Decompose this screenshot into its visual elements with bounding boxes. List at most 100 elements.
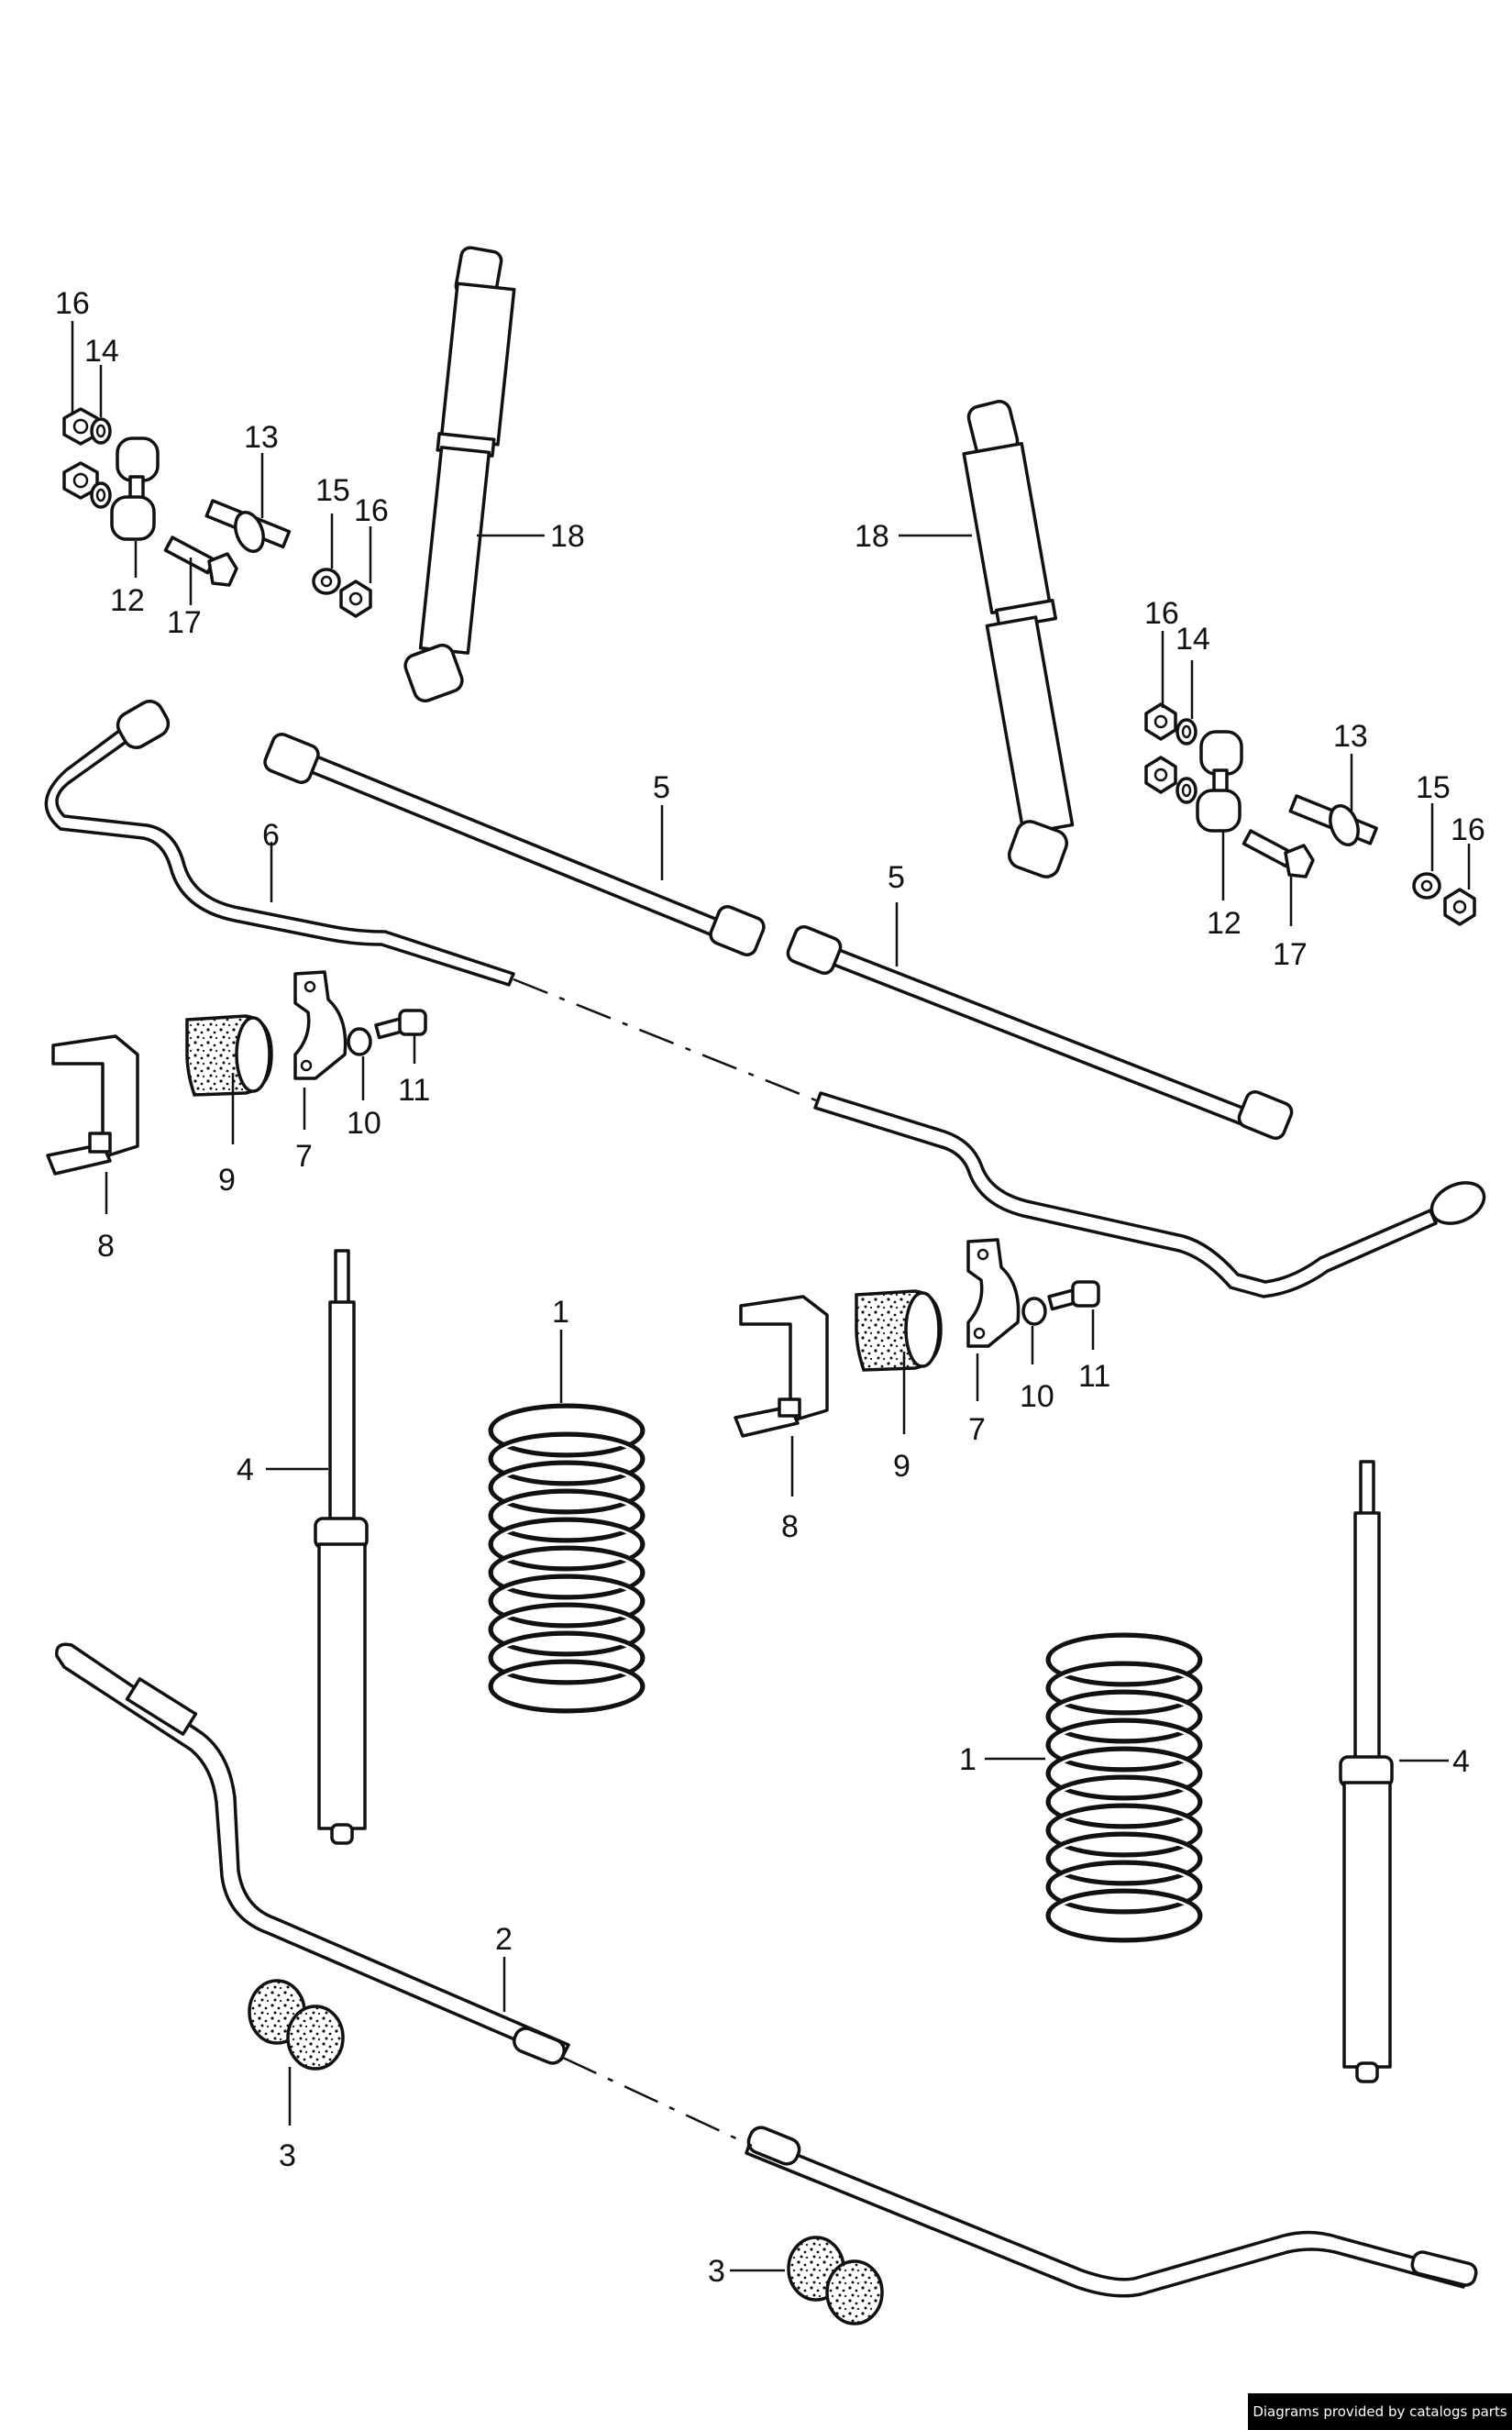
spring-coil-highlight [492, 1464, 641, 1510]
rubber-mount-3-right [787, 2236, 884, 2325]
spring-coil-highlight [492, 1493, 641, 1539]
leader-lines [71, 321, 1471, 2272]
spring-coil-highlight [492, 1550, 641, 1596]
rubber-bushing-9-right [855, 1289, 943, 1372]
spring-coil [488, 1488, 646, 1543]
callout-10: 10 [347, 1106, 381, 1141]
callout-2: 2 [495, 1922, 513, 1957]
callout-3: 3 [279, 2138, 296, 2173]
bracket-8-left [46, 1034, 139, 1176]
nut-16-lower-right [1144, 756, 1177, 794]
clamp-7-left [293, 970, 348, 1080]
spring-coil-highlight [1050, 1751, 1198, 1796]
spring-coil-highlight [1050, 1779, 1198, 1825]
torsion-bar-5-upper [263, 733, 766, 956]
spring-coil-highlight [1050, 1836, 1198, 1882]
spring-coil [488, 1460, 646, 1515]
bolt-13-right [1288, 794, 1378, 846]
spring-coil [488, 1545, 646, 1600]
callout-5: 5 [888, 860, 905, 895]
callout-16: 16 [1451, 812, 1485, 847]
bracket-8-right [734, 1295, 829, 1438]
washer-14-lower-right [1175, 777, 1197, 804]
callout-14: 14 [1175, 622, 1210, 657]
spring-coil [1045, 1888, 1203, 1943]
rubber-bushing-9-left [185, 1014, 273, 1097]
spring-coil-highlight [1050, 1807, 1198, 1853]
callout-17: 17 [1273, 937, 1308, 972]
spring-coil-highlight [1050, 1694, 1198, 1740]
spring-coil [488, 1630, 646, 1685]
callout-15: 15 [315, 473, 350, 508]
callout-1: 1 [552, 1295, 569, 1330]
callout-11: 11 [398, 1073, 430, 1108]
spring-coil [488, 1602, 646, 1657]
spring-coil [1045, 1718, 1203, 1773]
shock-absorber-18-right [962, 400, 1075, 878]
rubber-mount-3-left [248, 1979, 345, 2071]
nut-16-right-of-bolt-right [1443, 888, 1476, 926]
callout-18: 18 [550, 519, 585, 554]
callout-16: 16 [1144, 596, 1179, 631]
callout-18: 18 [855, 519, 889, 554]
bolt-17-left [163, 536, 238, 587]
washer-14-upper-left [90, 417, 112, 445]
spring-coil [1045, 1661, 1203, 1716]
washer-14-upper-right [1175, 718, 1197, 746]
spring-coil-highlight [1050, 1864, 1198, 1910]
callout-8: 8 [781, 1509, 799, 1544]
callout-14: 14 [84, 334, 119, 369]
callout-13: 13 [1333, 719, 1368, 754]
washer-15-right [1412, 872, 1441, 900]
spring-coil-highlight [1050, 1637, 1198, 1683]
spring-coil [1045, 1689, 1203, 1744]
spring-coil-highlight [492, 1436, 641, 1482]
clamp-7-right [966, 1238, 1021, 1348]
callout-8: 8 [97, 1229, 115, 1264]
callout-4: 4 [237, 1452, 254, 1487]
stabilizer-bar-6 [44, 700, 1486, 1298]
top-right-hardware-group [1144, 702, 1476, 926]
spring-coil [1045, 1803, 1203, 1858]
stabilizer-bar-6-break-line [513, 978, 817, 1102]
spring-coil [488, 1517, 646, 1572]
spring-coil-highlight [492, 1521, 641, 1567]
mount-group-left [46, 970, 427, 1176]
callout-15: 15 [1416, 770, 1451, 805]
callout-9: 9 [218, 1163, 236, 1198]
nut-16-right-of-bolt-left [339, 580, 372, 618]
spring-coil [1045, 1831, 1203, 1886]
washer-10-right [1021, 1297, 1047, 1326]
top-left-hardware-group [62, 407, 372, 618]
callout-6: 6 [262, 818, 280, 853]
callout-4: 4 [1452, 1744, 1470, 1779]
spring-coil [1045, 1746, 1203, 1801]
washer-15-left [312, 568, 341, 595]
nut-16-upper-right [1144, 702, 1177, 741]
bolt-11-right [1047, 1280, 1100, 1311]
callout-12: 12 [110, 583, 145, 618]
callout-17: 17 [167, 605, 202, 640]
stabilizer-bar-2-break-line [562, 2056, 753, 2148]
callout-16: 16 [354, 493, 389, 528]
spring-coil-highlight [492, 1408, 641, 1453]
spring-coil-highlight [1050, 1665, 1198, 1711]
mount-group-right [734, 1238, 1100, 1438]
spring-coil-highlight [492, 1635, 641, 1681]
spring-coil [488, 1431, 646, 1486]
callout-9: 9 [893, 1449, 911, 1484]
callout-13: 13 [244, 420, 279, 455]
spring-coil-highlight [492, 1663, 641, 1709]
spring-coil-highlight [1050, 1722, 1198, 1768]
coil-spring-1-upper [488, 1403, 646, 1714]
washer-10-left [347, 1027, 372, 1056]
spring-coil-highlight [492, 1578, 641, 1624]
spring-coil [1045, 1632, 1203, 1687]
stabilizer-bar-2 [55, 1642, 1478, 2298]
spring-coil [488, 1574, 646, 1629]
callout-16: 16 [55, 286, 90, 321]
callout-12: 12 [1207, 906, 1242, 941]
strut-4-left [314, 1249, 369, 1845]
callout-5: 5 [653, 770, 670, 805]
stabilizer-link-12-left [110, 436, 160, 541]
